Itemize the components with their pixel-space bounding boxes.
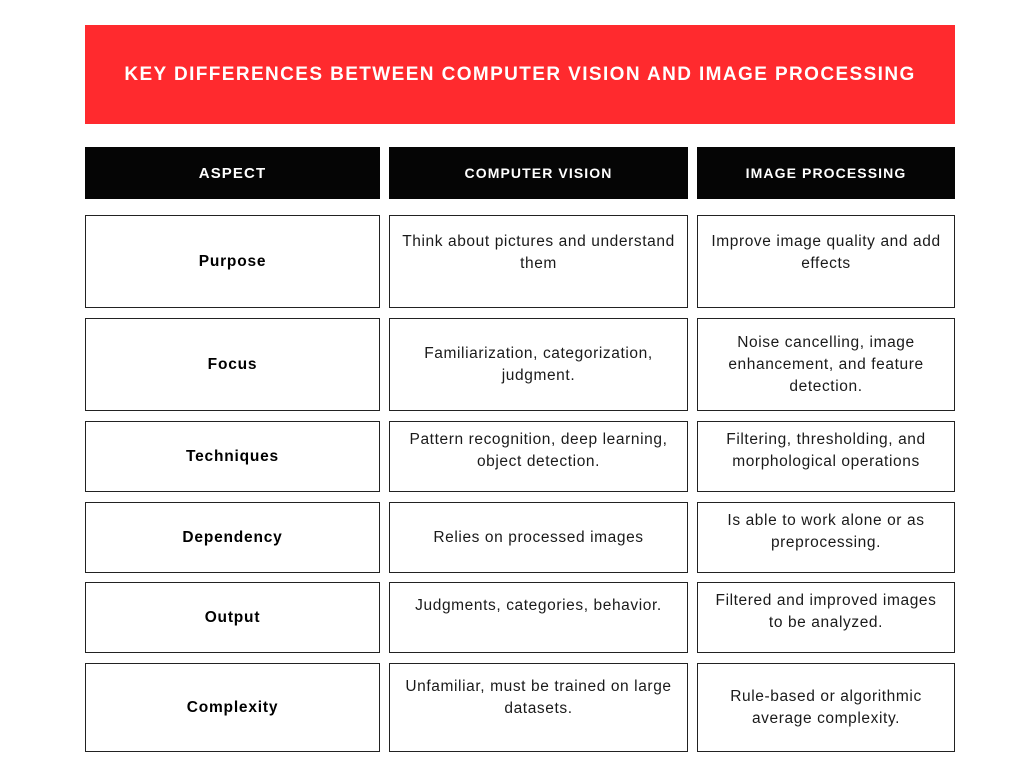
page-title: KEY DIFFERENCES BETWEEN COMPUTER VISION …	[124, 63, 916, 85]
cv-text-complexity: Unfamiliar, must be trained on large dat…	[405, 677, 672, 717]
aspect-cell-output: Output	[85, 582, 380, 653]
aspect-cell-dependency: Dependency	[85, 502, 380, 573]
cv-text-techniques: Pattern recognition, deep learning, obje…	[409, 430, 668, 470]
ip-cell-techniques: Filtering, thresholding, and morphologic…	[697, 421, 955, 492]
cv-text-purpose: Think about pictures and understand them	[402, 232, 675, 272]
cv-cell-dependency: Relies on processed images	[389, 502, 688, 573]
ip-text-techniques: Filtering, thresholding, and morphologic…	[726, 430, 926, 470]
ip-text-dependency: Is able to work alone or as preprocessin…	[727, 511, 925, 551]
cv-cell-focus: Familiarization, categorization, judgmen…	[389, 318, 688, 411]
cv-cell-complexity: Unfamiliar, must be trained on large dat…	[389, 663, 688, 752]
cv-text-output: Judgments, categories, behavior.	[415, 596, 662, 614]
ip-text-output: Filtered and improved images to be analy…	[715, 591, 937, 631]
ip-cell-complexity: Rule-based or algorithmic average comple…	[697, 663, 955, 752]
title-banner: KEY DIFFERENCES BETWEEN COMPUTER VISION …	[85, 25, 955, 124]
cv-cell-purpose: Think about pictures and understand them	[389, 215, 688, 308]
aspect-cell-purpose: Purpose	[85, 215, 380, 308]
header-aspect: ASPECT	[85, 147, 380, 199]
ip-cell-output: Filtered and improved images to be analy…	[697, 582, 955, 653]
cv-cell-output: Judgments, categories, behavior.	[389, 582, 688, 653]
aspect-cell-focus: Focus	[85, 318, 380, 411]
aspect-cell-complexity: Complexity	[85, 663, 380, 752]
ip-text-purpose: Improve image quality and add effects	[711, 232, 941, 272]
aspect-cell-techniques: Techniques	[85, 421, 380, 492]
ip-cell-focus: Noise cancelling, image enhancement, and…	[697, 318, 955, 411]
cv-cell-techniques: Pattern recognition, deep learning, obje…	[389, 421, 688, 492]
ip-cell-dependency: Is able to work alone or as preprocessin…	[697, 502, 955, 573]
ip-cell-purpose: Improve image quality and add effects	[697, 215, 955, 308]
header-image-processing: IMAGE PROCESSING	[697, 147, 955, 199]
header-computer-vision: COMPUTER VISION	[389, 147, 688, 199]
